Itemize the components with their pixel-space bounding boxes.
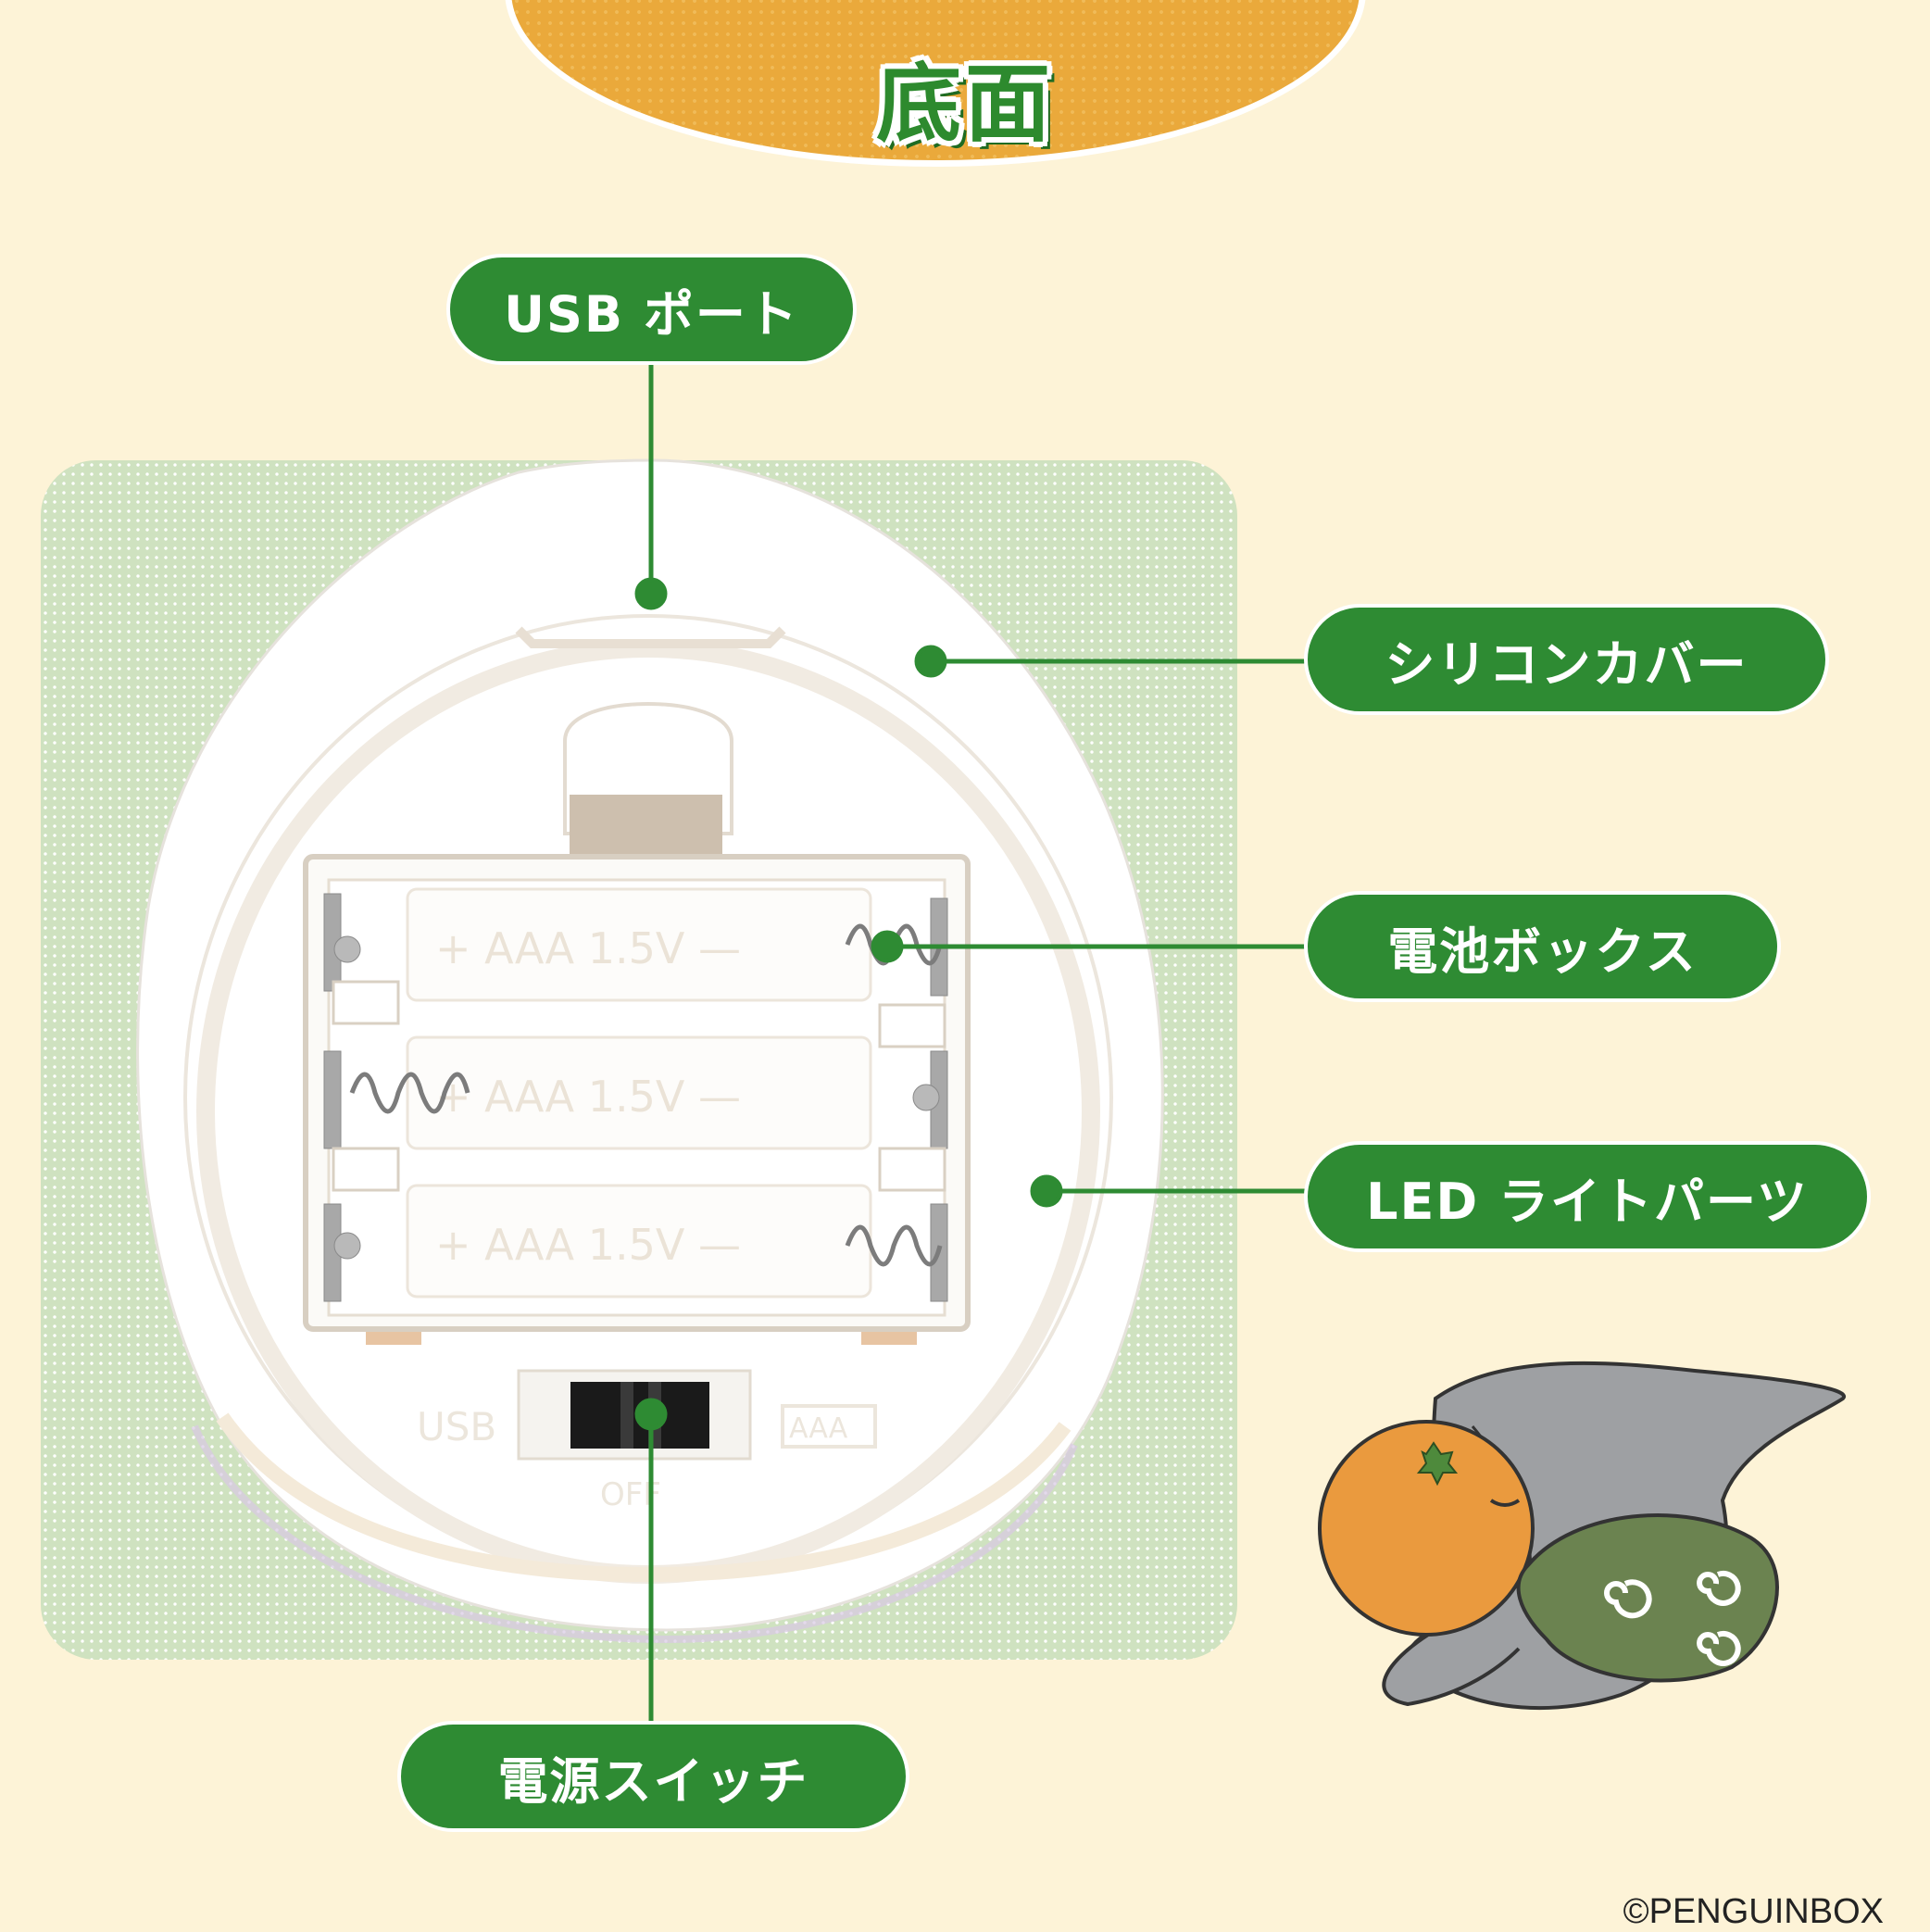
copyright-text: ©PENGUINBOX [1623, 1892, 1884, 1931]
aaa-marking: AAA [789, 1412, 848, 1445]
power-switch-dot [634, 1398, 668, 1431]
page-title: 底面 [875, 55, 1054, 154]
title-banner [505, 0, 1366, 167]
led-light-parts-label: LED ライトパーツ [1304, 1141, 1871, 1252]
battery-slot [406, 1035, 872, 1150]
battery-slot-marking: + AAA 1.5V — [435, 1220, 741, 1270]
silicon-cover-dot [914, 645, 947, 678]
battery-box-dot [871, 930, 904, 963]
silicon-cover-label: シリコンカバー [1304, 604, 1829, 715]
usb-marking: USB [417, 1404, 496, 1449]
power-switch-label: 電源スイッチ [397, 1721, 909, 1832]
left-spring [349, 1072, 470, 1114]
left-contacts [323, 893, 361, 1302]
tab-slot [570, 795, 722, 859]
led-parts-dot [1030, 1174, 1063, 1208]
battery-slot-marking: + AAA 1.5V — [435, 1072, 741, 1122]
shark-character-illustration [1318, 1361, 1847, 1711]
battery-box-label: 電池ボックス [1304, 891, 1781, 1002]
orange-fruit [1318, 1420, 1535, 1637]
battery-slot-marking: + AAA 1.5V — [435, 923, 741, 973]
usb-port-label: USB ポート [446, 254, 857, 365]
usb-port-dot [634, 577, 668, 610]
